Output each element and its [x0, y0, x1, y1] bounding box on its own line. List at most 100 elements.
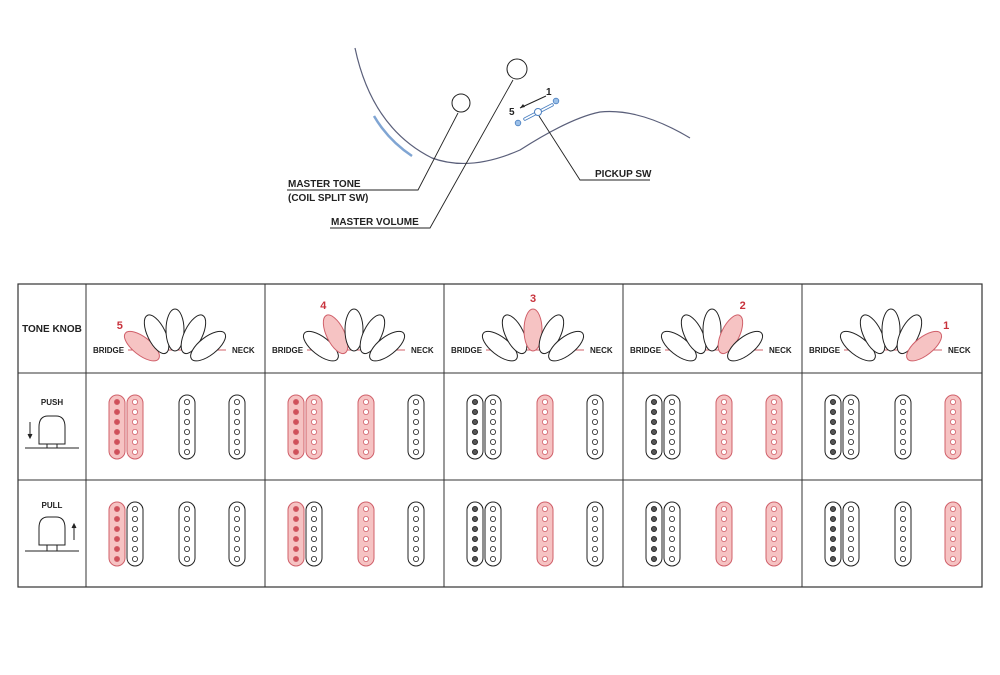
pole-piece [592, 516, 599, 523]
screw-icon [552, 97, 560, 105]
pickup-coil [228, 394, 246, 460]
pole-piece [233, 408, 240, 415]
pickup-coil-active [108, 501, 126, 567]
pole-piece [292, 546, 299, 553]
pole-piece [292, 536, 299, 543]
bridge-label: BRIDGE [809, 346, 841, 355]
pole-piece [848, 428, 855, 435]
pole-piece [721, 438, 728, 445]
knob-position [344, 308, 364, 352]
pole-piece [721, 505, 728, 512]
pickup-coil [178, 394, 196, 460]
pole-piece [651, 505, 658, 512]
pole-piece [848, 546, 855, 553]
pole-piece [489, 418, 496, 425]
coil-split-label: (COIL SPLIT SW) [288, 193, 368, 204]
pickup-coil [586, 501, 604, 567]
pole-piece [489, 536, 496, 543]
knob-position [302, 330, 339, 362]
pole-piece [592, 546, 599, 553]
pole-piece [114, 546, 121, 553]
pole-piece [669, 428, 676, 435]
pickup-coil [894, 394, 912, 460]
switch-pos-1: 1 [546, 87, 552, 98]
pole-piece [592, 526, 599, 533]
pickup-coil [663, 501, 681, 567]
pickup-set-push [287, 394, 425, 460]
pole-piece [771, 448, 778, 455]
pole-piece [131, 418, 138, 425]
knob-push-icon [25, 415, 79, 449]
pole-piece [592, 556, 599, 563]
pole-piece [542, 505, 549, 512]
pole-piece [721, 556, 728, 563]
pole-piece [292, 448, 299, 455]
pole-piece [471, 556, 478, 563]
pole-piece [362, 398, 369, 405]
pole-piece [292, 526, 299, 533]
pickup-coil-active [357, 394, 375, 460]
master-volume-knob [506, 58, 528, 80]
pole-piece [292, 418, 299, 425]
pole-piece [900, 505, 907, 512]
pole-piece [848, 448, 855, 455]
pole-piece [950, 428, 957, 435]
pole-piece [830, 408, 837, 415]
pole-piece [131, 408, 138, 415]
neck-label: NECK [411, 346, 434, 355]
pole-piece [362, 418, 369, 425]
pickup-set-pull [466, 501, 604, 567]
pole-piece [183, 418, 190, 425]
bridge-label: BRIDGE [272, 346, 304, 355]
pole-piece [669, 398, 676, 405]
pole-piece [900, 448, 907, 455]
pole-piece [900, 418, 907, 425]
pole-piece [721, 448, 728, 455]
pole-piece [310, 546, 317, 553]
pole-piece [471, 408, 478, 415]
pole-piece [721, 428, 728, 435]
pole-piece [310, 536, 317, 543]
pole-piece [489, 428, 496, 435]
pickup-coil-active [126, 394, 144, 460]
pickup-set-pull [108, 501, 246, 567]
pole-piece [362, 526, 369, 533]
pole-piece [412, 428, 419, 435]
pickup-coil-active [536, 394, 554, 460]
pole-piece [183, 546, 190, 553]
pole-piece [489, 505, 496, 512]
pole-piece [542, 398, 549, 405]
pole-piece [114, 418, 121, 425]
pole-piece [830, 526, 837, 533]
pole-piece [771, 505, 778, 512]
tone-leader-line [287, 112, 459, 191]
pole-piece [131, 516, 138, 523]
pole-piece [412, 438, 419, 445]
pole-piece [848, 408, 855, 415]
pole-piece [542, 448, 549, 455]
pole-piece [542, 556, 549, 563]
pickup-coil [842, 501, 860, 567]
pole-piece [830, 448, 837, 455]
pickup-coil [824, 394, 842, 460]
pole-piece [771, 398, 778, 405]
pole-piece [651, 438, 658, 445]
pole-piece [310, 526, 317, 533]
pickup-set-push [645, 394, 783, 460]
pole-piece [131, 438, 138, 445]
pole-piece [183, 505, 190, 512]
volume-leader-line [330, 79, 514, 229]
pole-piece [669, 526, 676, 533]
pole-piece [233, 556, 240, 563]
pole-piece [233, 526, 240, 533]
pole-piece [771, 556, 778, 563]
pole-piece [721, 546, 728, 553]
pole-piece [771, 546, 778, 553]
pole-piece [233, 398, 240, 405]
knob-position [727, 330, 764, 362]
pole-piece [114, 526, 121, 533]
pole-piece [233, 448, 240, 455]
pole-piece [292, 428, 299, 435]
pole-piece [131, 398, 138, 405]
